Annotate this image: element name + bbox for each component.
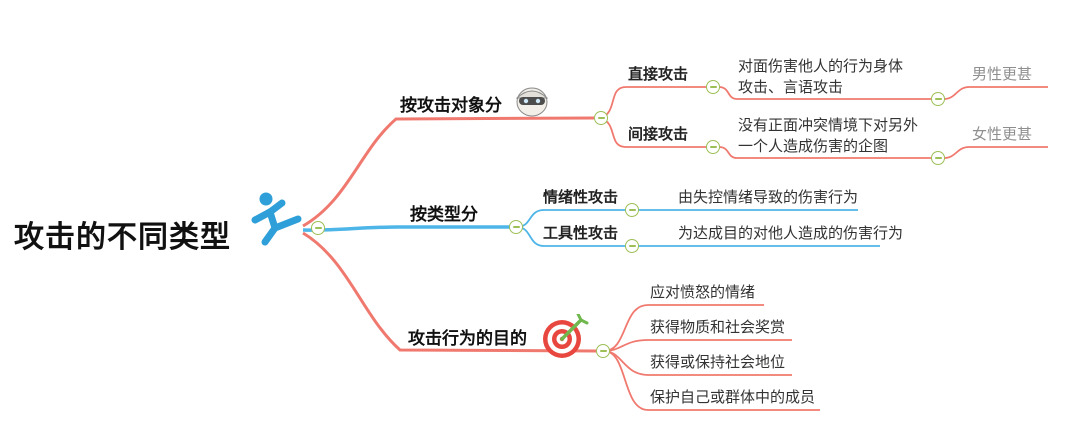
collapse-icon[interactable] <box>594 111 608 125</box>
purpose-item-node[interactable]: 获得物质和社会奖赏 <box>650 319 786 336</box>
emotional-attack-label: 情绪性攻击 <box>543 189 619 206</box>
purpose-item-node[interactable]: 获得或保持社会地位 <box>650 354 786 371</box>
emotional-attack-desc-node[interactable]: 由失控情绪导致的伤害行为 <box>678 189 859 206</box>
edge-indirect-desc <box>718 146 932 159</box>
branch-purpose-node[interactable]: 攻击行为的目的 <box>408 329 527 349</box>
branch-by-target-node[interactable]: 按攻击对象分 <box>400 96 502 116</box>
collapse-icon[interactable] <box>931 92 945 106</box>
edge-desc-male <box>943 86 1048 100</box>
edge-root-branch3 <box>302 231 598 353</box>
branch-purpose-label: 攻击行为的目的 <box>408 329 527 348</box>
collapse-icon[interactable] <box>596 344 610 358</box>
collapse-icon[interactable] <box>706 80 720 94</box>
emotional-attack-node[interactable]: 情绪性攻击 <box>543 189 618 207</box>
edge-purpose-4 <box>603 350 820 411</box>
purpose-item-node[interactable]: 应对愤怒的情绪 <box>650 284 756 301</box>
collapse-icon[interactable] <box>706 140 720 154</box>
ninja-face-icon <box>508 82 556 123</box>
edge-root-branch1 <box>302 116 595 228</box>
root-label: 攻击的不同类型 <box>14 221 231 254</box>
purpose-item-node[interactable]: 保护自己或群体中的成员 <box>650 389 816 406</box>
collapse-icon[interactable] <box>509 220 523 234</box>
instrumental-attack-desc-node[interactable]: 为达成目的对他人造成的伤害行为 <box>678 225 904 242</box>
collapse-icon[interactable] <box>311 221 325 235</box>
indirect-attack-note-node[interactable]: 女性更甚 <box>972 126 1033 143</box>
collapse-icon[interactable] <box>931 151 945 165</box>
edge-root-branch2 <box>302 225 510 232</box>
branch-by-target-label: 按攻击对象分 <box>400 96 502 115</box>
branch-by-type-node[interactable]: 按类型分 <box>410 205 478 225</box>
edge-purpose-2 <box>603 339 792 352</box>
root-node[interactable]: 攻击的不同类型 <box>14 212 231 256</box>
direct-attack-desc-node[interactable]: 对面伤害他人的行为身体 攻击、言语攻击 <box>738 58 904 96</box>
edge-branch1-direct <box>600 86 707 119</box>
indirect-attack-label: 间接攻击 <box>628 126 689 143</box>
collapse-icon[interactable] <box>625 239 639 253</box>
edge-purpose-1 <box>603 304 764 352</box>
instrumental-attack-node[interactable]: 工具性攻击 <box>543 225 618 243</box>
direct-attack-note-node[interactable]: 男性更甚 <box>972 66 1033 83</box>
indirect-attack-desc-node[interactable]: 没有正面冲突情境下对另外 一个人造成伤害的企图 <box>738 117 919 155</box>
dartboard-icon <box>540 312 590 365</box>
branch-by-type-label: 按类型分 <box>410 205 478 224</box>
kicking-person-icon <box>242 190 306 253</box>
instrumental-attack-label: 工具性攻击 <box>543 225 619 242</box>
edge-desc-female <box>943 146 1048 159</box>
direct-attack-label: 直接攻击 <box>628 66 689 83</box>
indirect-attack-node[interactable]: 间接攻击 <box>628 126 688 144</box>
edge-direct-desc <box>718 86 932 100</box>
collapse-icon[interactable] <box>625 203 639 217</box>
direct-attack-node[interactable]: 直接攻击 <box>628 66 688 84</box>
